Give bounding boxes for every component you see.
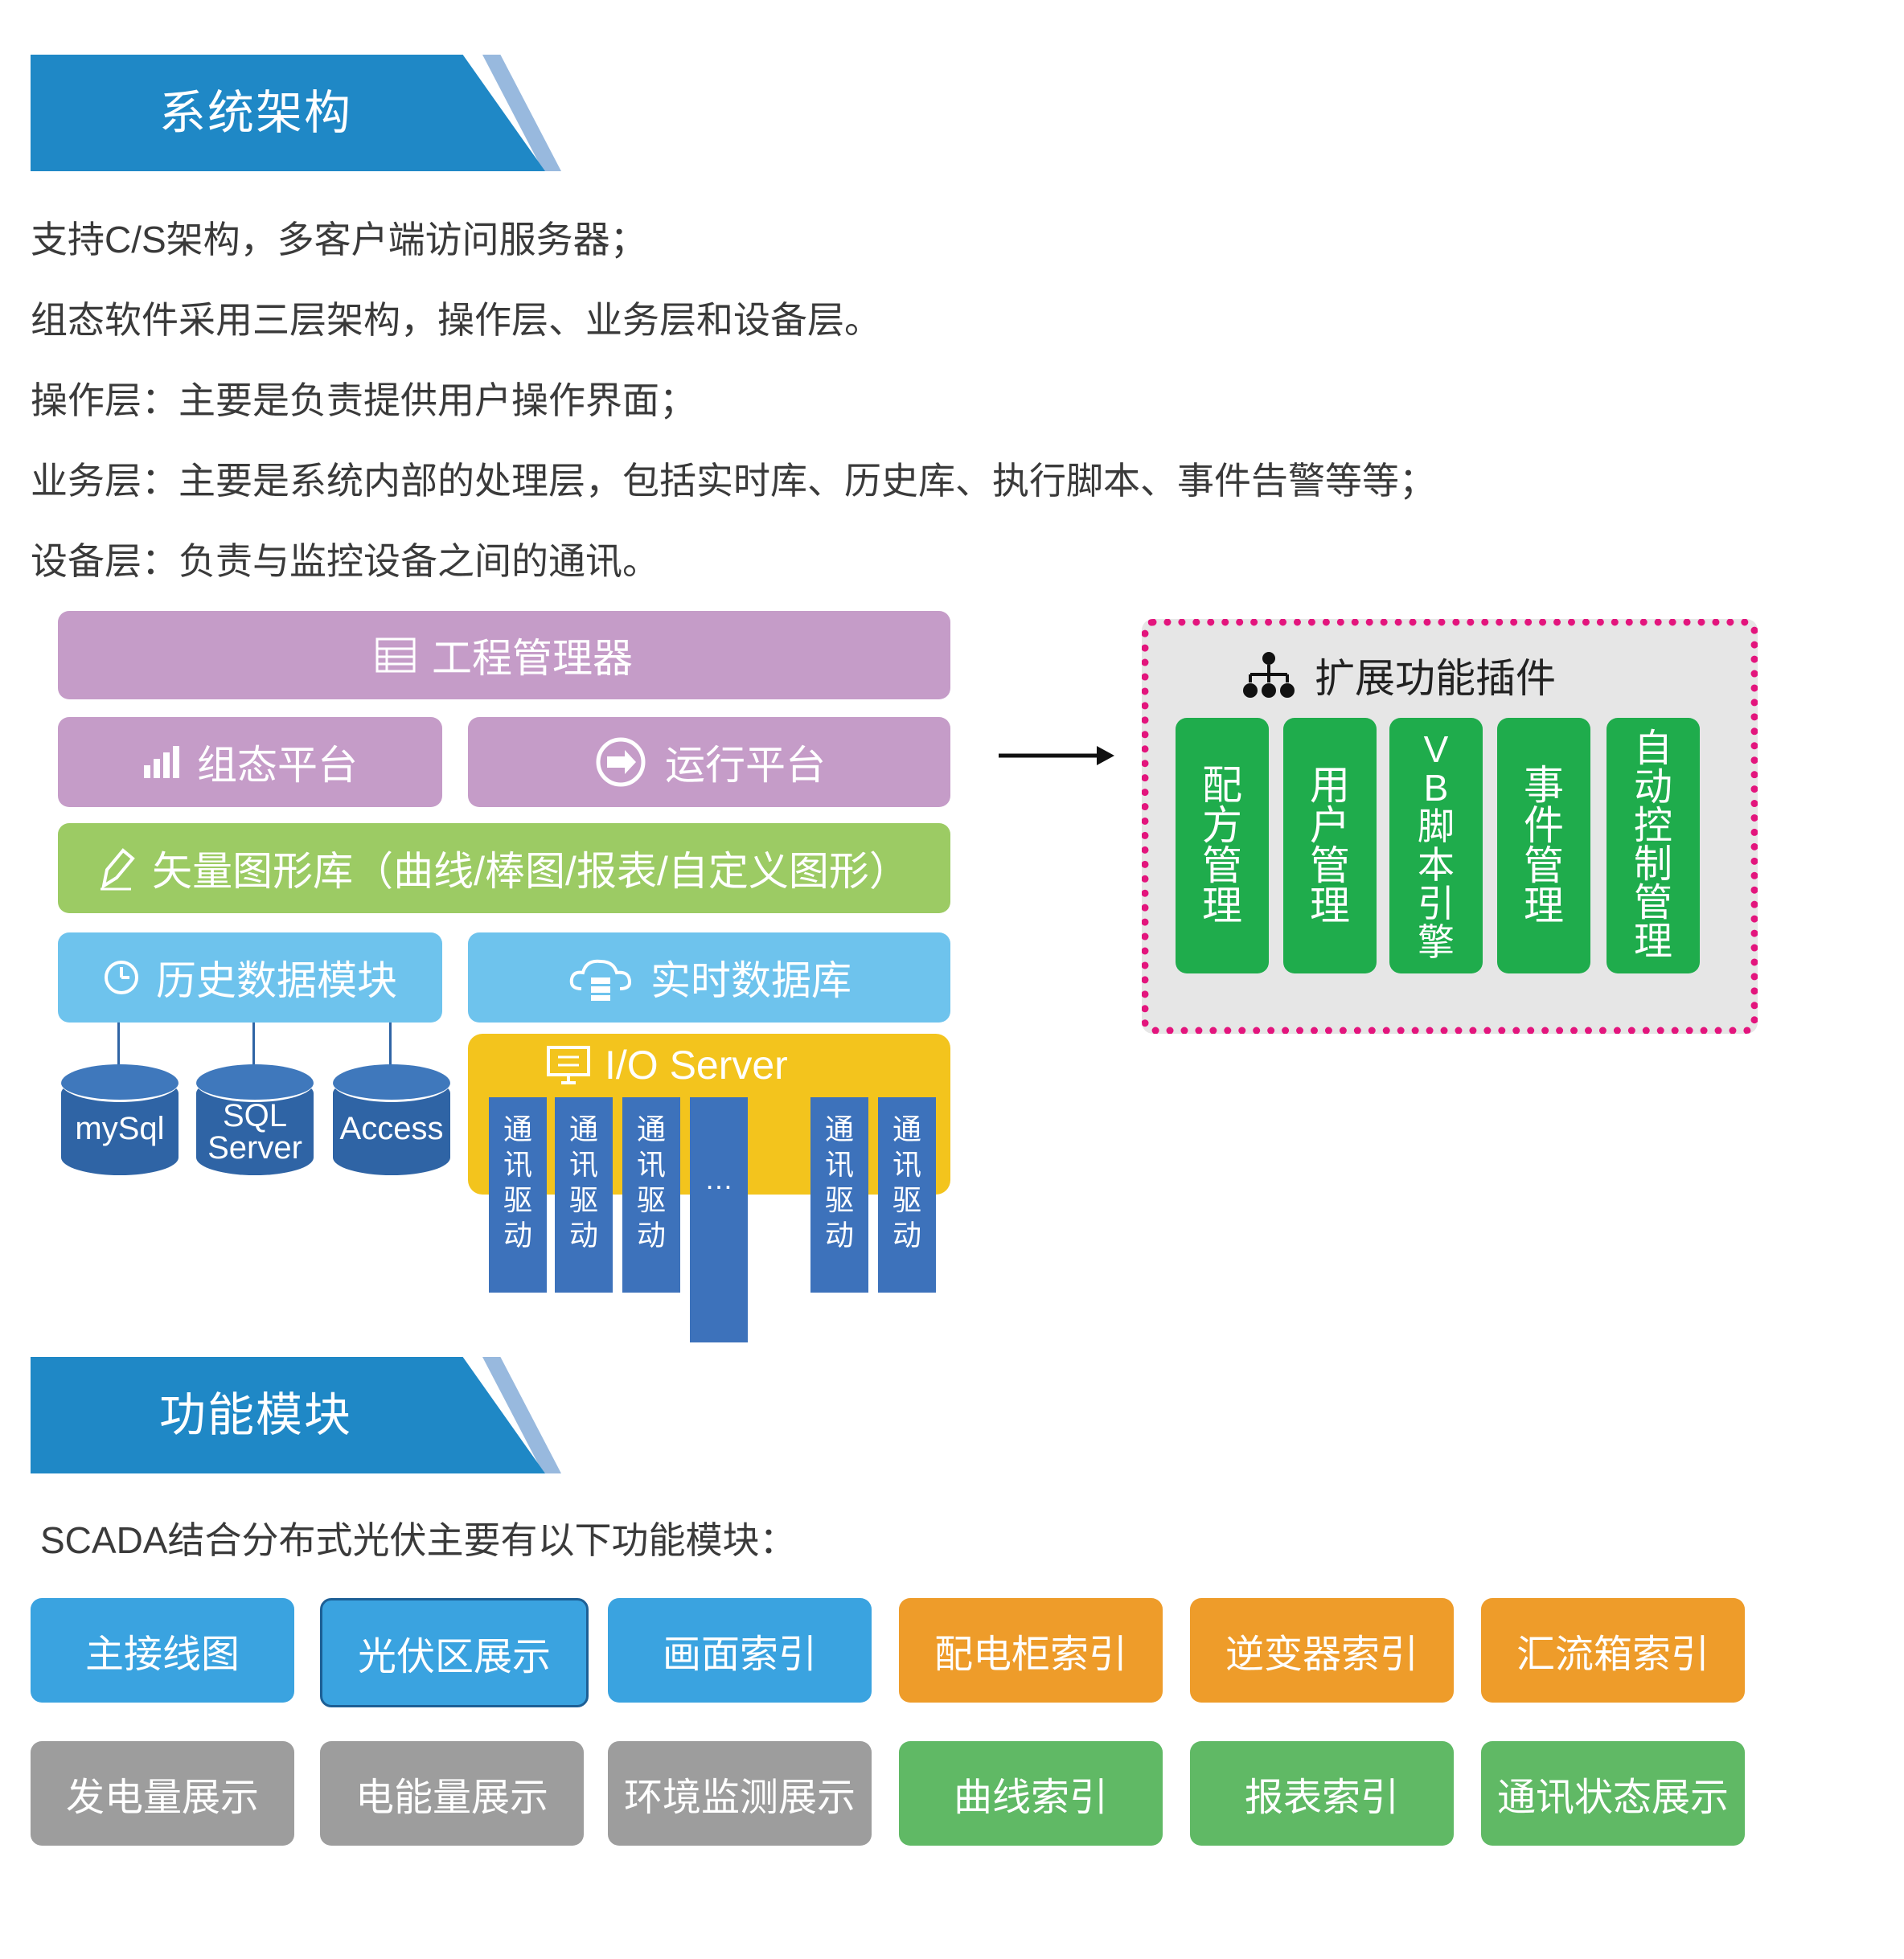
- module-distribution-cabinet[interactable]: 配电柜索引: [899, 1598, 1163, 1703]
- driver-5: 通讯驱动: [810, 1097, 868, 1293]
- bar-chart-icon: [142, 744, 181, 780]
- module-inverter-index[interactable]: 逆变器索引: [1190, 1598, 1454, 1703]
- banner-body: [31, 1357, 545, 1473]
- module-curve-index[interactable]: 曲线索引: [899, 1741, 1163, 1846]
- driver-1: 通讯驱动: [489, 1097, 547, 1293]
- plugins-header: 扩展功能插件: [1242, 647, 1556, 703]
- database-label: mySql: [75, 1111, 165, 1146]
- intro-line-3: 操作层：主要是负责提供用户操作界面；: [31, 379, 696, 421]
- vector-library-label: 矢量图形库（曲线/棒图/报表/自定义图形）: [152, 849, 909, 894]
- module-report-index[interactable]: 报表索引: [1190, 1741, 1454, 1846]
- database-label: Access: [339, 1111, 444, 1146]
- module-main-wiring[interactable]: 主接线图: [31, 1598, 294, 1703]
- project-manager-bar: 工程管理器: [58, 611, 950, 699]
- clock-icon: [103, 959, 140, 996]
- io-server-header: I/O Server: [547, 1037, 788, 1093]
- db-connector-3: [389, 1023, 392, 1066]
- intro-line-4: 业务层：主要是系统内部的处理层，包括实时库、历史库、执行脚本、事件告警等等；: [31, 460, 1436, 502]
- intro-line-5: 设备层：负责与监控设备之间的通讯。: [31, 540, 659, 582]
- module-generation[interactable]: 发电量展示: [31, 1741, 294, 1846]
- intro-line-1: 支持C/S架构，多客户端访问服务器；: [31, 219, 647, 260]
- intro-line-2: 组态软件采用三层架构，操作层、业务层和设备层。: [31, 299, 881, 341]
- driver-6: 通讯驱动: [878, 1097, 936, 1293]
- arrow-right-icon: [997, 740, 1118, 776]
- module-environment[interactable]: 环境监测展示: [608, 1741, 872, 1846]
- cloud-server-icon: [567, 953, 634, 1002]
- module-screen-index[interactable]: 画面索引: [608, 1598, 872, 1703]
- driver-2: 通讯驱动: [555, 1097, 613, 1293]
- banner-body: [31, 55, 545, 171]
- database-mysql: mySql: [61, 1064, 178, 1185]
- driver-3: 通讯驱动: [622, 1097, 680, 1293]
- runtime-platform-label: 运行平台: [665, 743, 826, 788]
- driver-ellipsis: …: [690, 1097, 748, 1342]
- db-connector-1: [117, 1023, 120, 1066]
- plugin-user: 用户管理: [1283, 718, 1377, 973]
- vector-library-bar: 矢量图形库（曲线/棒图/报表/自定义图形）: [58, 823, 950, 913]
- module-combiner-box[interactable]: 汇流箱索引: [1481, 1598, 1745, 1703]
- list-icon: [375, 637, 416, 673]
- module-energy[interactable]: 电能量展示: [320, 1741, 584, 1846]
- module-comm-status[interactable]: 通讯状态展示: [1481, 1741, 1745, 1846]
- history-module-label: 历史数据模块: [156, 958, 397, 1003]
- cycle-arrow-icon: [593, 734, 649, 790]
- modules-intro: SCADA结合分布式光伏主要有以下功能模块：: [40, 1519, 797, 1561]
- realtime-db-label: 实时数据库: [650, 958, 851, 1003]
- plugins-title: 扩展功能插件: [1315, 656, 1556, 701]
- io-server-label: I/O Server: [605, 1043, 788, 1088]
- database-access: Access: [333, 1064, 450, 1185]
- section-title: 功能模块: [159, 1389, 353, 1441]
- config-platform-bar: 组态平台: [58, 717, 442, 807]
- project-manager-label: 工程管理器: [432, 636, 633, 681]
- pen-icon: [99, 846, 136, 891]
- history-module-bar: 历史数据模块: [58, 932, 442, 1023]
- monitor-icon: [547, 1046, 590, 1084]
- plugin-event: 事件管理: [1497, 718, 1590, 973]
- realtime-db-bar: 实时数据库: [468, 932, 950, 1023]
- plugin-recipe: 配方管理: [1176, 718, 1269, 973]
- section-banner-modules: 功能模块: [31, 1357, 561, 1473]
- section-title: 系统架构: [159, 87, 353, 139]
- runtime-platform-bar: 运行平台: [468, 717, 950, 807]
- module-pv-area[interactable]: 光伏区展示: [320, 1598, 589, 1707]
- config-platform-label: 组态平台: [197, 743, 358, 788]
- hierarchy-icon: [1242, 650, 1295, 700]
- db-connector-2: [252, 1023, 255, 1066]
- section-banner-architecture: 系统架构: [31, 55, 561, 171]
- plugin-auto-control: 自动控制管理: [1606, 718, 1700, 973]
